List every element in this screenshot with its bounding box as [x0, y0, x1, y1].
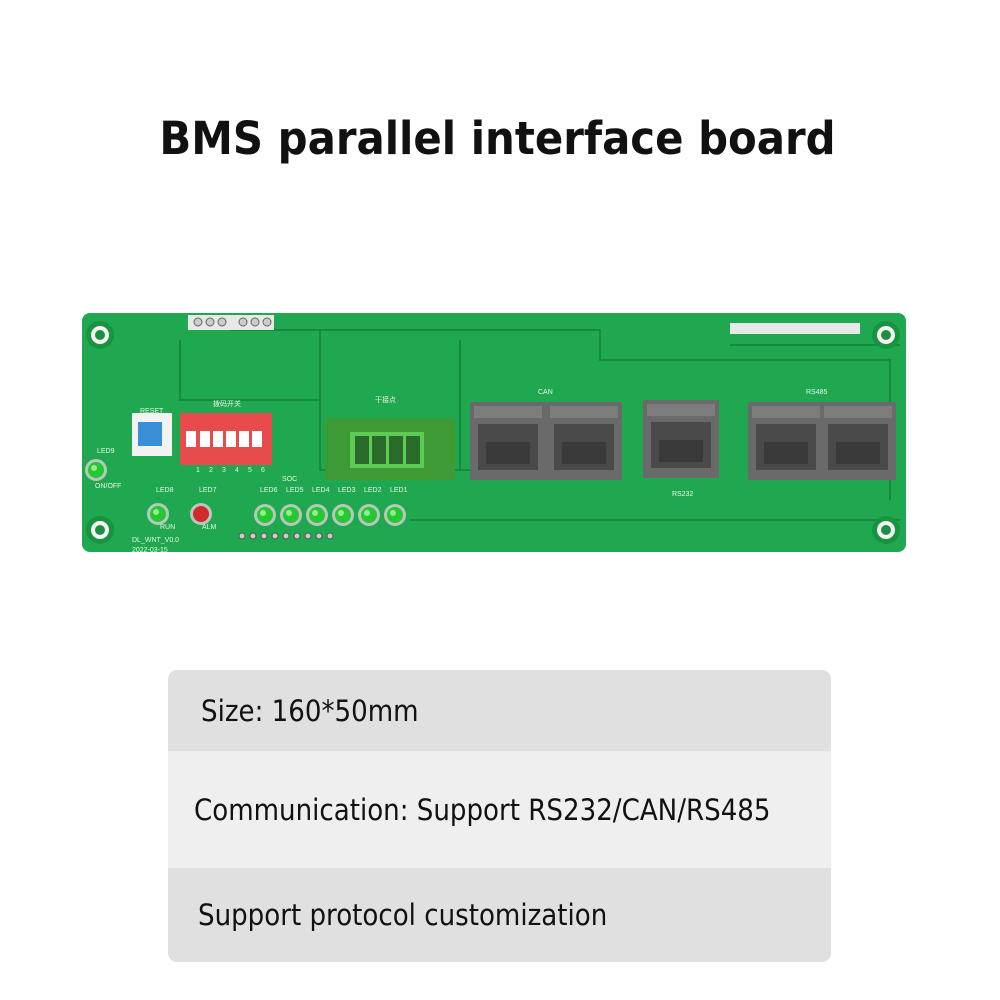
spec-communication: Communication: Support RS232/CAN/RS485: [168, 751, 831, 868]
led8-label: LED8: [156, 487, 174, 494]
date-label: 2022-03-15: [132, 547, 168, 554]
spec-protocol: Support protocol customization: [168, 868, 831, 962]
dip-number: 3: [222, 467, 226, 474]
can-label: CAN: [538, 389, 553, 396]
dip-switch-label: 拨码开关: [213, 399, 241, 408]
on-off-label: ON/OFF: [95, 483, 121, 490]
soc-led-label: LED3: [338, 487, 356, 494]
soc-led-label: LED1: [390, 487, 408, 494]
rs485-label: RS485: [806, 389, 828, 396]
soc-led-label: LED4: [312, 487, 330, 494]
dry-contact-label: 干接点: [375, 395, 396, 404]
spec-size: Size: 160*50mm: [168, 670, 831, 751]
soc-led-label: LED5: [286, 487, 304, 494]
model-label: DL_WNT_V0.0: [132, 537, 179, 544]
soc-led-label: LED6: [260, 487, 278, 494]
run-label: RUN: [160, 524, 175, 531]
dip-number: 2: [209, 467, 213, 474]
reset-label: RESET: [140, 408, 164, 415]
soc-label: SOC: [282, 476, 297, 483]
page-title: BMS parallel interface board: [159, 112, 836, 165]
rs232-label: RS232: [672, 491, 694, 498]
led9-label: LED9: [97, 448, 115, 455]
dip-number: 1: [196, 467, 200, 474]
alm-label: ALM: [202, 524, 217, 531]
dip-number: 5: [248, 467, 252, 474]
soc-led-label: LED2: [364, 487, 382, 494]
dip-number: 6: [261, 467, 265, 474]
led7-label: LED7: [199, 487, 217, 494]
dip-number: 4: [235, 467, 239, 474]
